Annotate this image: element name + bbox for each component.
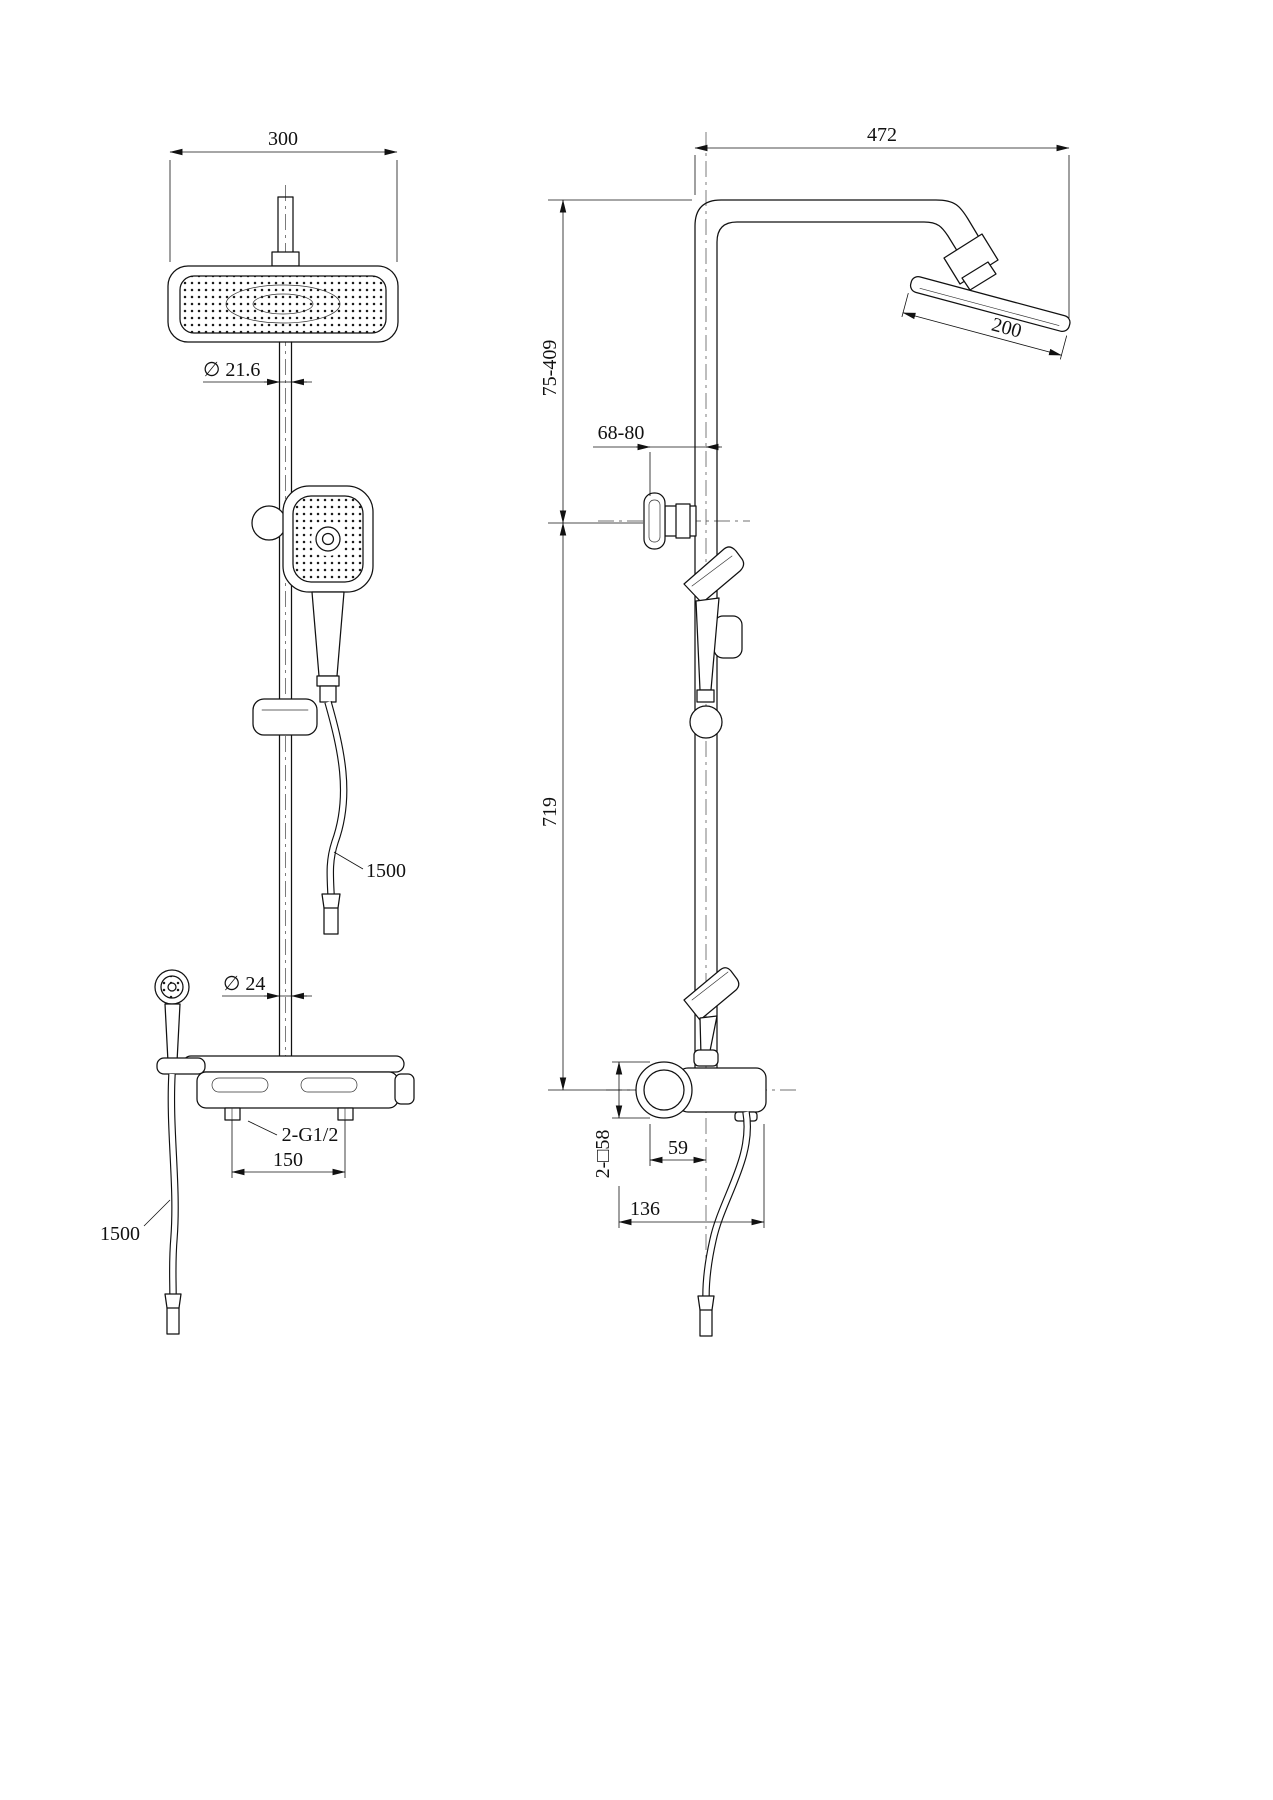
column-pipe-side [694,199,987,1069]
shower-head-front [167,265,399,343]
front-view [154,196,415,1335]
wall-bracket-side [643,492,697,550]
mixer-body-side [635,1061,767,1122]
shower-head-side: 200 [901,276,1071,360]
spray-gun-side [683,967,740,1067]
dim-inlet-spacing: 150 [231,1120,346,1178]
dim-head-height-range-text: 75-409 [539,340,561,397]
hand-shower-front [251,485,374,703]
dim-head-width-text: 300 [268,128,298,150]
dim-arm-reach-text: 472 [867,124,897,146]
dim-valve-offset-text: 59 [668,1137,688,1159]
dim-body-depth: 136 [618,1124,765,1228]
dim-riser-diameter: ∅ 21.6 [203,359,312,386]
head-connector-side [943,233,999,291]
shower-hose-front [321,700,348,935]
spray-hose-side [697,1111,751,1337]
dim-square-section-text: 2-□58 [592,1130,614,1179]
slider-ball-side [689,705,723,739]
dim-head-width: 300 [169,128,398,262]
side-view-dimensions: 472 75-409 68-80 719 2-□58 [539,124,1070,1228]
hand-shower-side [683,546,745,703]
dim-inlet-spacing-text: 150 [273,1149,303,1171]
dim-head-height-range: 75-409 [539,199,692,524]
dim-body-depth-text: 136 [630,1198,660,1220]
dim-inlet-thread: 2-G1/2 [247,1120,339,1146]
dim-hand-hose-length-text: 1500 [366,860,406,882]
dim-inlet-thread-text: 2-G1/2 [282,1124,339,1146]
side-view: 200 [635,199,1071,1337]
dim-lower-riser-diameter-text: ∅ 24 [223,973,265,995]
dim-bracket-depth-range-text: 68-80 [598,422,645,444]
dim-spray-hose-length-text: 1500 [100,1223,140,1245]
dim-spray-hose-length: 1500 [100,1199,171,1245]
dim-column-height: 719 [539,522,636,1091]
dim-lower-riser-diameter: ∅ 24 [222,973,312,1000]
dim-square-section: 2-□58 [592,1061,650,1179]
top-stub-front [271,196,300,267]
dim-arm-reach: 472 [694,124,1070,318]
dim-hand-hose-length: 1500 [333,851,406,882]
spray-gun-front [154,969,206,1075]
dim-riser-diameter-text: ∅ 21.6 [203,359,260,381]
dim-column-height-text: 719 [539,797,561,827]
front-view-dimensions: 300 ∅ 21.6 1500 ∅ 24 2-G1/2 150 [100,128,406,1245]
dim-valve-offset: 59 [649,1124,707,1166]
slider-clamp-front [252,698,318,736]
spray-hose-front [164,1073,182,1335]
mixer-body-front [182,1055,415,1121]
dim-bracket-depth-range: 68-80 [593,422,722,496]
